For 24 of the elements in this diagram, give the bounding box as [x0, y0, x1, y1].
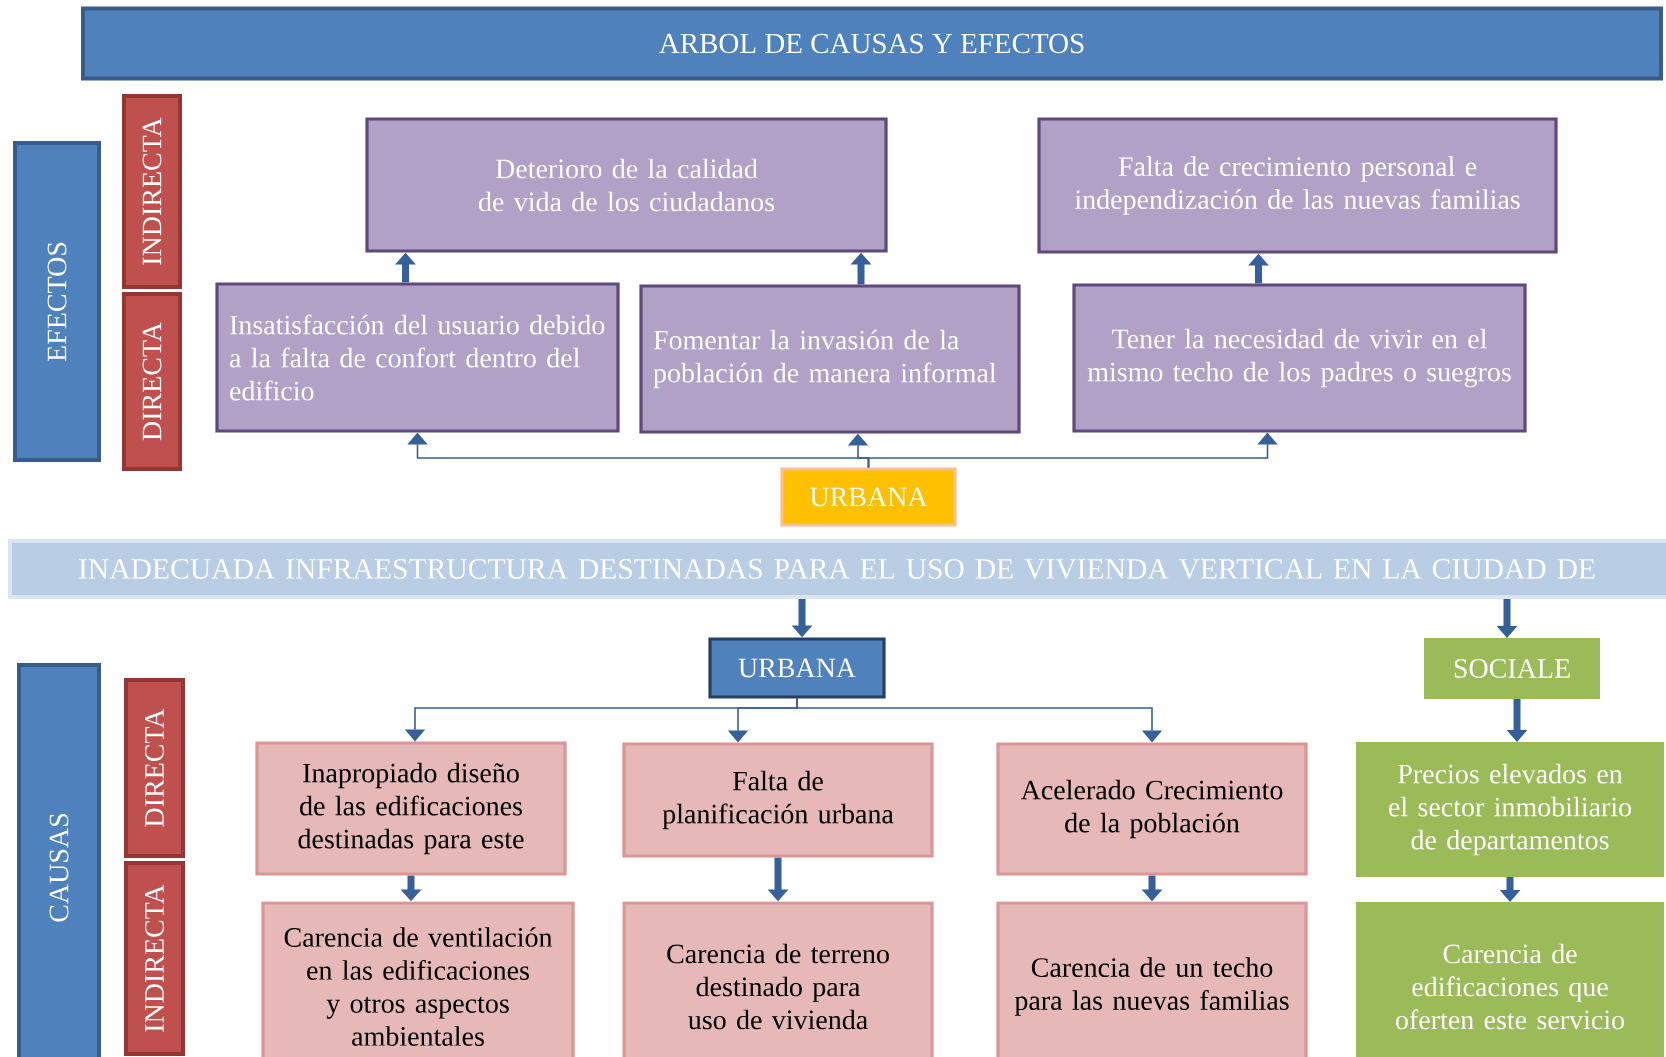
effect-box: Deterioro de la calidad de vida de los ciudadanos [365, 117, 888, 253]
problem-band: INADECUADA INFRAESTRUCTURA DESTINADAS PARA EL USO DE VIVIENDA VERTICAL EN LA CIUDAD DE [8, 539, 1666, 599]
cause-box: Precios elevados en el sector inmobiliario de departamentos [1356, 742, 1664, 877]
level-label-tab: INDIRECTA [124, 861, 185, 1056]
cause-box: SOCIALE [1424, 638, 1600, 699]
side-label-box: CAUSAS [17, 663, 101, 1057]
cause-box: Falta de planificación urbana [622, 742, 934, 858]
cause-box: Carencia de terreno destinado para uso de vivienda [622, 901, 934, 1057]
effect-box: Falta de crecimiento personal e independización de las nuevas familias [1037, 117, 1558, 254]
cause-box: Inapropiado diseño de las edificaciones destinadas para este [255, 741, 567, 876]
effect-box: Insatisfacción del usuario debido a la falta de confort dentro del edificio [215, 282, 620, 433]
category-box: URBANA [780, 467, 957, 527]
title-banner: ARBOL DE CAUSAS Y EFECTOS [81, 6, 1663, 81]
level-label-tab: DIRECTA [124, 678, 185, 858]
level-label-tab: DIRECTA [122, 292, 182, 471]
category-box: URBANA [708, 637, 886, 699]
cause-box: Carencia de ventilación en las edificaciones y otros aspectos ambientales [261, 901, 575, 1057]
cause-box: Acelerado Crecimiento de la población [996, 742, 1308, 876]
level-label-tab: INDIRECTA [122, 94, 182, 289]
effect-box: Fomentar la invasión de la población de manera informal [639, 284, 1021, 434]
side-label-box: EFECTOS [13, 141, 101, 462]
effect-box: Tener la necesidad de vivir en el mismo techo de los padres o suegros [1072, 283, 1527, 433]
cause-box: Carencia de edificaciones que oferten este servicio [1356, 902, 1664, 1057]
cause-box: Carencia de un techo para las nuevas familias [996, 901, 1308, 1057]
